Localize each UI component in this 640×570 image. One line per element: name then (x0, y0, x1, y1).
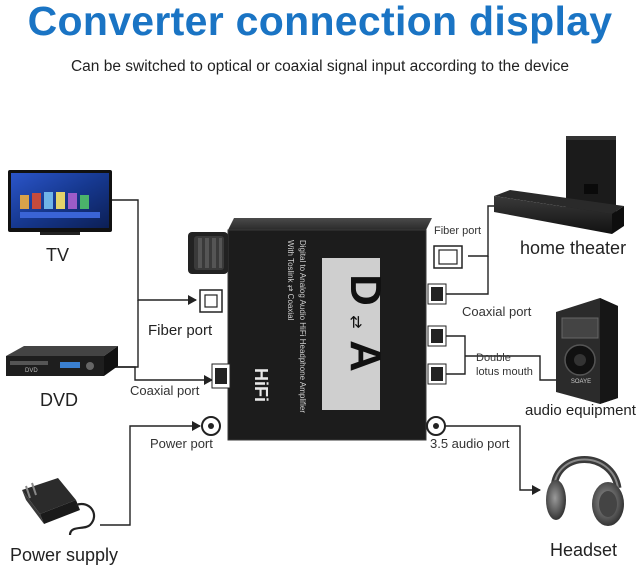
connection-lines (100, 199, 556, 526)
logo-d-text: D (341, 274, 390, 306)
lotus-line-3 (465, 355, 556, 381)
dvd-brand-text: DVD (25, 368, 38, 374)
power-line (100, 421, 201, 526)
power-port-label: Power port (150, 436, 213, 451)
coaxial-port-in-icon (211, 363, 231, 389)
tv-icon (8, 170, 112, 235)
dvd-player-icon: DVD (6, 346, 118, 376)
lotus-port-1-icon (427, 325, 447, 347)
coaxial-port-out-icon (427, 283, 447, 305)
power-supply-icon (22, 478, 96, 536)
audio-equipment-label: audio equipment (525, 402, 636, 419)
brand-hifi-text: HiFi (251, 368, 271, 402)
double-lotus-label-line1: Double (476, 352, 511, 364)
home-theater-icon (494, 136, 624, 234)
double-lotus-label-line2: lotus mouth (476, 366, 533, 378)
coaxial-port-out-label: Coaxial port (462, 304, 532, 319)
page-subtitle: Can be switched to optical or coaxial si… (70, 58, 569, 75)
power-port-icon (201, 416, 221, 436)
audio-equipment-icon: SOAYE (556, 298, 618, 404)
dvd-coax-line-2 (105, 366, 213, 385)
logo-arrows-text: ⇄ (347, 315, 366, 328)
fiber-port-out-icon (433, 245, 463, 269)
speaker-brand-text: SOAYE (571, 379, 591, 385)
dac-converter-box: D A ⇄ HiFi Digital to Analog Audio HiFi … (188, 218, 432, 441)
lotus-line-1 (446, 335, 466, 356)
headset-icon (546, 456, 624, 526)
tv-fiber-line (112, 199, 197, 305)
fiber-port-out-label: Fiber port (434, 225, 482, 237)
power-supply-label: Power supply (10, 545, 119, 565)
device-desc-line2: With Toslink ⇄ Coaxial (286, 240, 295, 321)
fiber-port-in-label: Fiber port (148, 322, 213, 339)
lotus-line-2 (446, 356, 466, 375)
lotus-port-2-icon (427, 363, 447, 385)
tv-label: TV (46, 245, 70, 265)
audio35-port-icon (426, 416, 446, 436)
home-theater-label: home theater (520, 238, 627, 258)
logo-a-text: A (341, 340, 390, 372)
coaxial-port-in-label: Coaxial port (130, 383, 200, 398)
dvd-label: DVD (40, 390, 79, 410)
audio35-port-label: 3.5 audio port (430, 436, 510, 451)
headset-label: Headset (550, 540, 618, 560)
coax-out-line (446, 256, 489, 295)
fiber-port-in-icon (199, 289, 223, 313)
page-title: Converter connection display (27, 0, 613, 44)
audio35-line (440, 425, 541, 495)
device-desc-line1: Digital to Analog Audio HiFi Headphone A… (298, 240, 307, 413)
